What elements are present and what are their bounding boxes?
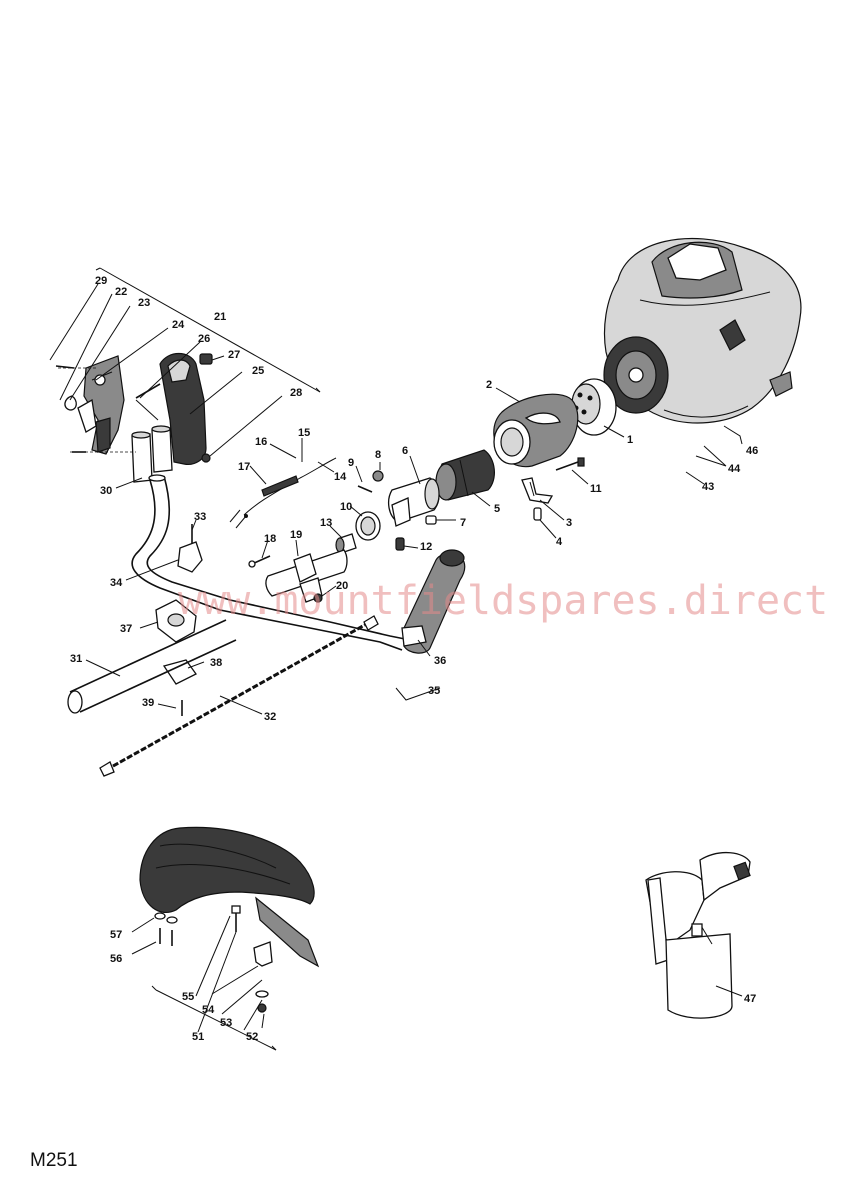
callout-30: 30 [100, 485, 112, 497]
leader-lines [49, 267, 743, 1051]
callout-22: 22 [115, 286, 127, 298]
part-32-drive-shaft [99, 615, 379, 777]
part-47-harness [645, 852, 751, 1019]
callout-57: 57 [110, 929, 122, 941]
callout-3: 3 [566, 517, 572, 529]
engine-assembly [603, 237, 802, 424]
callout-31: 31 [70, 653, 82, 665]
callout-20: 20 [336, 580, 348, 592]
callout-28: 28 [290, 387, 302, 399]
part-28-nut [201, 453, 211, 463]
part-52-nut [257, 1003, 267, 1013]
callout-51: 51 [192, 1031, 204, 1043]
callout-52: 52 [246, 1031, 258, 1043]
part-34-clamp-top [177, 541, 203, 573]
callout-8: 8 [375, 449, 381, 461]
part-1-clutch [571, 378, 617, 436]
callout-43: 43 [702, 481, 714, 493]
part-56-screw [159, 928, 173, 946]
part-37-clamp-bracket [155, 599, 197, 643]
part-54-bracket [253, 941, 273, 967]
callout-16: 16 [255, 436, 267, 448]
part-13-collar [335, 533, 357, 553]
part-35-handlebar [131, 474, 411, 651]
callout-13: 13 [320, 517, 332, 529]
part-8-nut [372, 470, 384, 482]
part-55-screw [231, 905, 241, 932]
part-25-grip-cover [159, 352, 207, 465]
part-9-screw [357, 485, 373, 493]
callout-35: 35 [428, 685, 440, 697]
part-36-grip [401, 549, 466, 654]
callout-labels: 1 2 3 4 5 6 7 8 9 10 11 12 13 14 15 16 1… [70, 275, 758, 1043]
callout-10: 10 [340, 501, 352, 513]
callout-21: 21 [214, 311, 226, 323]
callout-6: 6 [402, 445, 408, 457]
callout-24: 24 [172, 319, 185, 331]
callout-7: 7 [460, 517, 466, 529]
callout-18: 18 [264, 533, 276, 545]
callout-34: 34 [110, 577, 123, 589]
part-18-pin [248, 555, 271, 568]
callout-11: 11 [590, 483, 602, 495]
part-11-screw [555, 457, 585, 471]
callout-4: 4 [556, 536, 563, 548]
callout-33: 33 [194, 511, 206, 523]
callout-5: 5 [494, 503, 500, 515]
callout-53: 53 [220, 1017, 232, 1029]
callout-36: 36 [434, 655, 446, 667]
callout-23: 23 [138, 297, 150, 309]
diagram-code: M251 [30, 1150, 78, 1171]
part-27-switch [199, 353, 213, 365]
part-2-clutch-housing [493, 393, 579, 468]
callout-46: 46 [746, 445, 758, 457]
callout-29: 29 [95, 275, 107, 287]
callout-37: 37 [120, 623, 132, 635]
callout-27: 27 [228, 349, 240, 361]
part-38-clamp-bottom [162, 659, 197, 685]
callout-9: 9 [348, 457, 354, 469]
callout-12: 12 [420, 541, 432, 553]
part-20-nut [313, 593, 323, 603]
part-22-throttle-trigger [64, 355, 125, 455]
part-31-drive-tube [67, 619, 237, 714]
part-6-tube-housing [387, 477, 440, 527]
callout-14: 14 [334, 471, 347, 483]
callout-39: 39 [142, 697, 154, 709]
part-5-sleeve [435, 449, 495, 501]
callout-2: 2 [486, 379, 492, 391]
part-51-guard [139, 826, 320, 968]
callout-47: 47 [744, 993, 756, 1005]
callout-55: 55 [182, 991, 194, 1003]
callout-1: 1 [627, 434, 633, 446]
callout-19: 19 [290, 529, 302, 541]
callout-26: 26 [198, 333, 210, 345]
callout-15: 15 [298, 427, 310, 439]
part-12-screw [395, 537, 405, 551]
callout-44: 44 [728, 463, 741, 475]
callout-54: 54 [202, 1004, 215, 1016]
part-7-bolt [425, 515, 437, 525]
part-3-bracket [521, 477, 554, 504]
callout-56: 56 [110, 953, 122, 965]
callout-38: 38 [210, 657, 222, 669]
part-17-spring-cable [229, 457, 337, 529]
part-10-clamp-ring [355, 511, 381, 541]
part-57-washer [154, 912, 178, 924]
callout-25: 25 [252, 365, 264, 377]
callout-17: 17 [238, 461, 250, 473]
part-26-spring [135, 383, 161, 421]
part-4-screw [533, 507, 542, 521]
watermark: www.mountfieldspares.direct [178, 578, 828, 624]
part-53-washer [255, 990, 269, 998]
callout-32: 32 [264, 711, 276, 723]
part-30-grip-sleeve [131, 425, 173, 483]
